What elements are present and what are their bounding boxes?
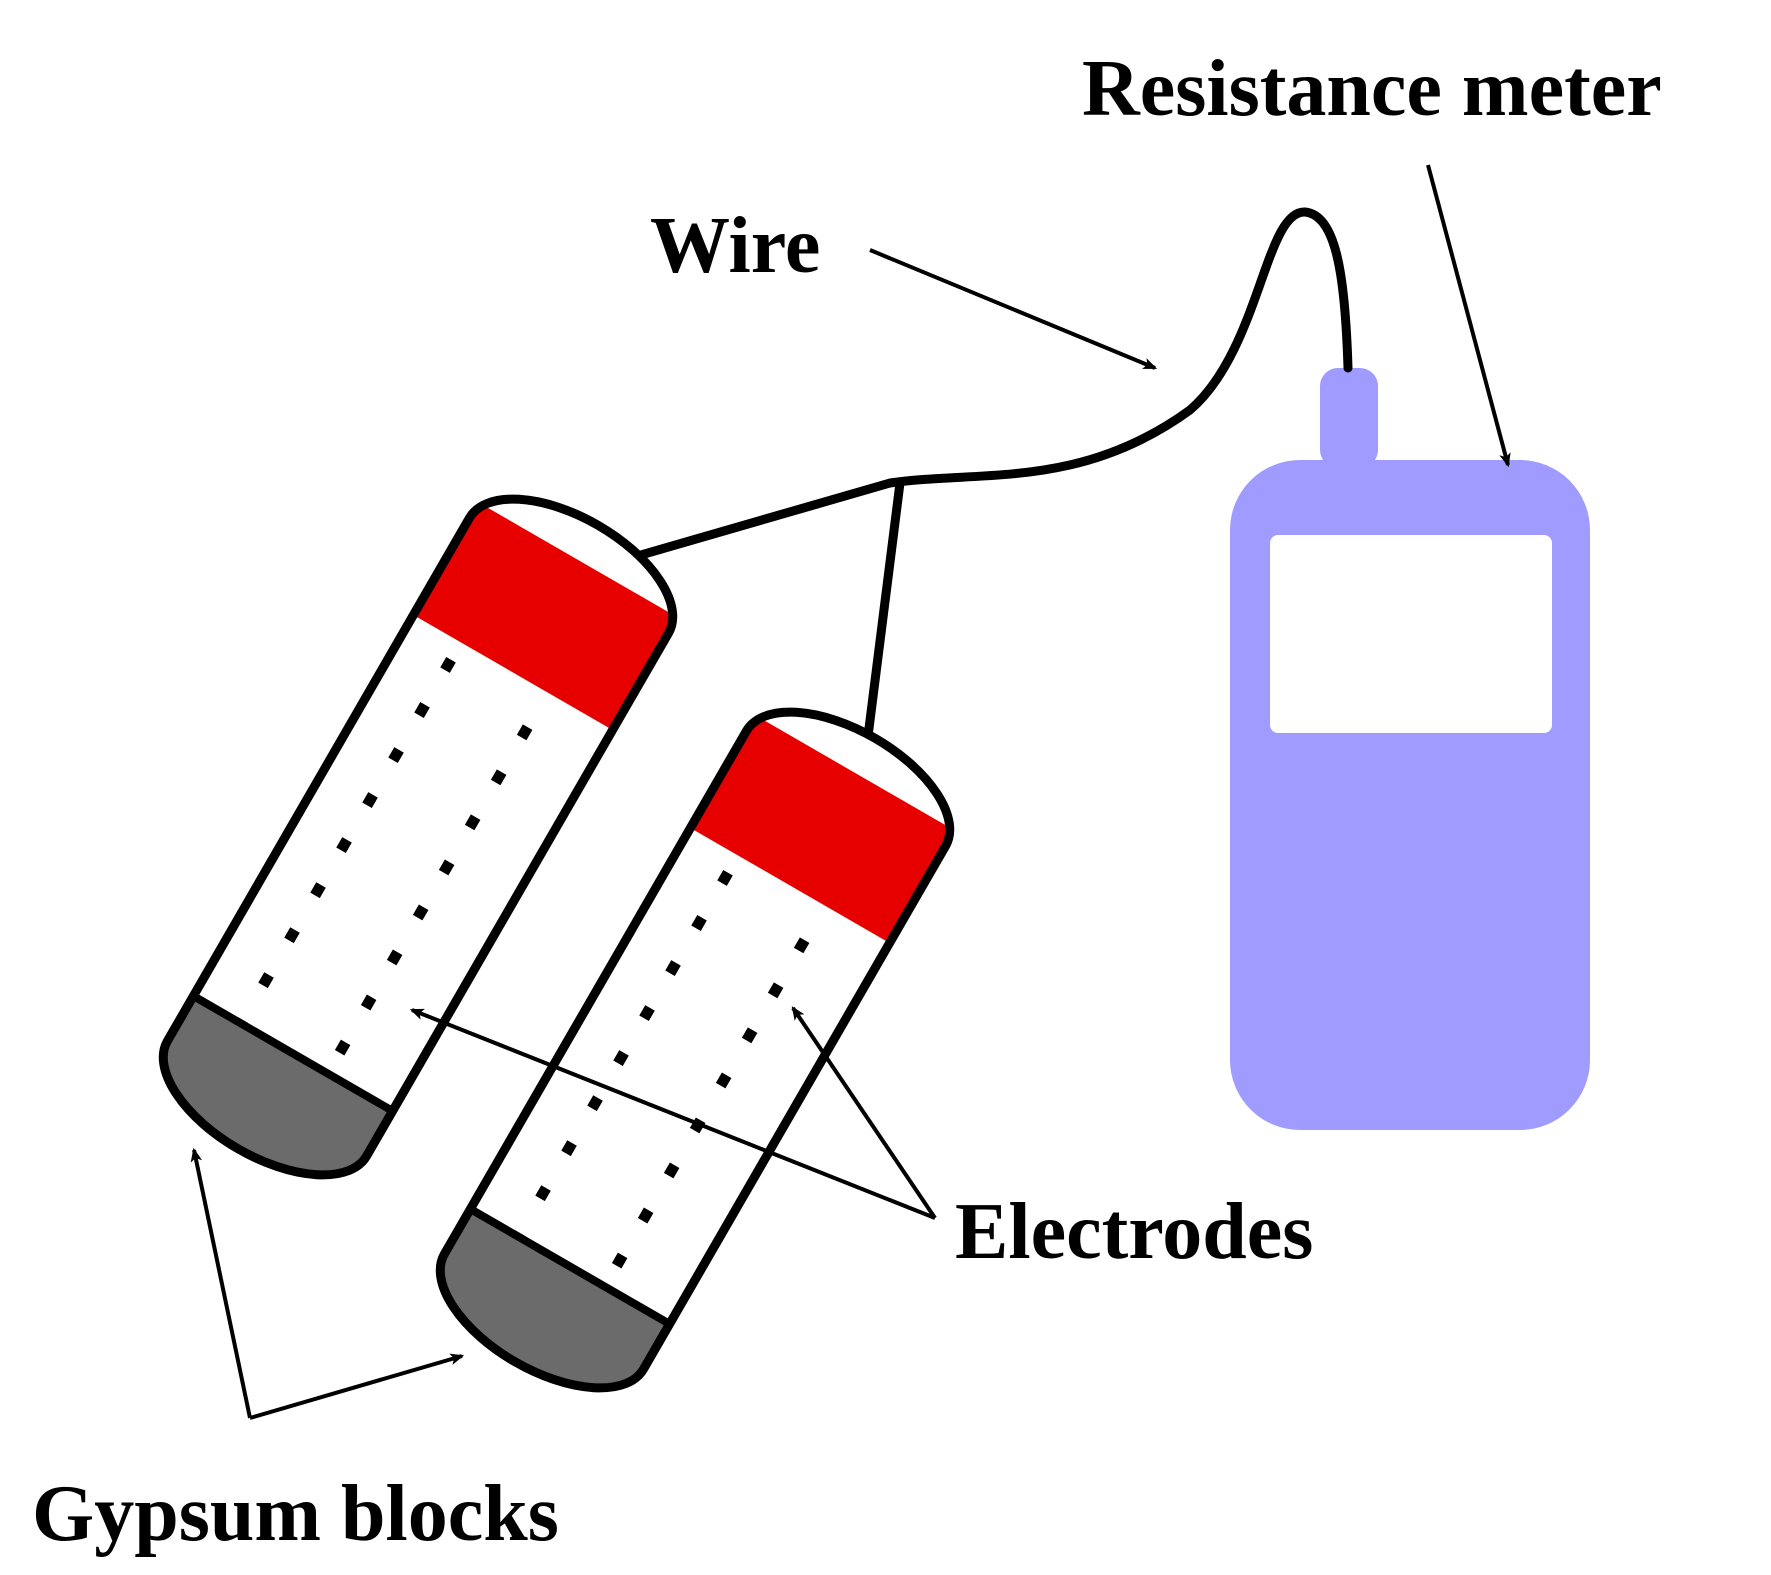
resistance-meter (1230, 368, 1590, 1130)
resistance-meter-label: Resistance meter (1082, 45, 1662, 133)
cap-gray (138, 996, 393, 1207)
wire-branch (860, 478, 905, 765)
gypsum-block-b (415, 680, 975, 1420)
band-red (413, 502, 678, 730)
electrodes-arrow-b (791, 1006, 937, 1220)
block-outline (435, 707, 955, 1393)
wire-main (563, 207, 1353, 581)
cap-line (191, 992, 395, 1115)
wire-arrow (869, 248, 1158, 370)
electrodes-arrow-a (409, 1008, 936, 1220)
band-red (690, 715, 955, 943)
gypsum-arrow-a (190, 1147, 252, 1419)
meter-antenna (1320, 368, 1378, 468)
wire (563, 207, 1353, 765)
gypsum-blocks-label: Gypsum blocks (32, 1470, 559, 1558)
wire-label: Wire (650, 202, 820, 290)
electrode-left (513, 870, 733, 1240)
gypsum-block-a (138, 467, 698, 1207)
pointer-arrows (190, 164, 1511, 1420)
meter-screen (1270, 535, 1552, 733)
gypsum-arrow-b (249, 1353, 465, 1420)
meter-arrow (1426, 164, 1511, 468)
cap-gray (415, 1209, 670, 1420)
electrodes-label: Electrodes (955, 1188, 1313, 1276)
electrode-left (236, 657, 456, 1027)
cap-line (468, 1205, 672, 1328)
block-outline (158, 494, 678, 1180)
